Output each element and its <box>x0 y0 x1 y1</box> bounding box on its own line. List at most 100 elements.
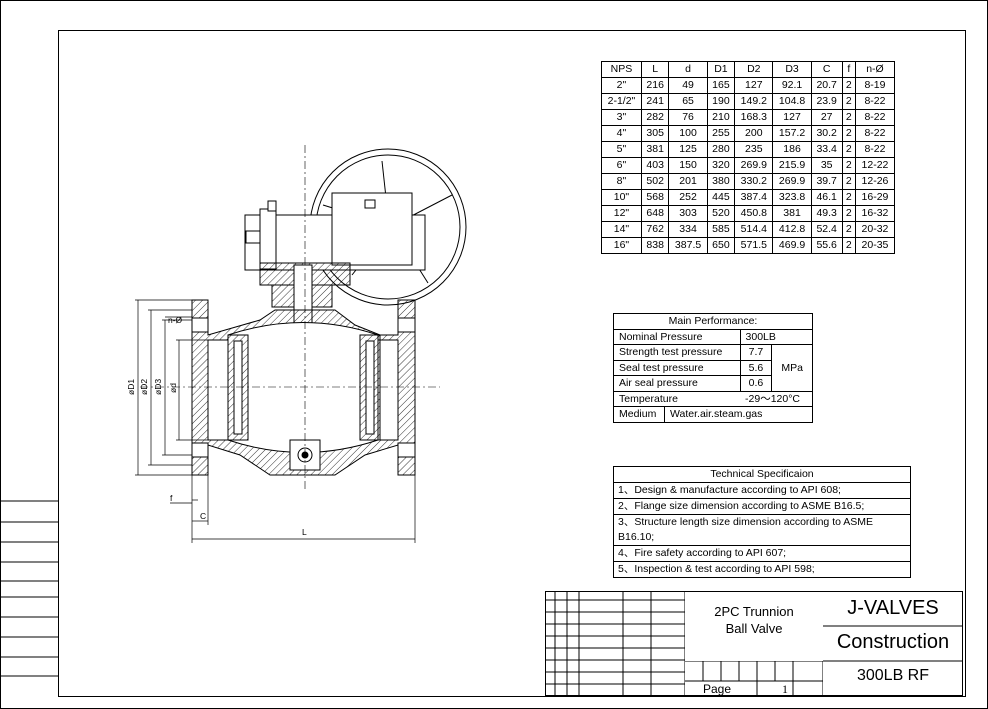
dim-d3-label: øD3 <box>153 379 163 395</box>
performance-table: Main Performance: Nominal Pressure 300LB… <box>613 313 814 423</box>
table-cell: 2 <box>841 141 856 158</box>
table-cell: 49.3 <box>810 205 843 222</box>
table-cell: 2 <box>841 109 856 126</box>
medium-value: Water.air.steam.gas <box>670 408 763 420</box>
technical-spec-item: 5、Inspection & test according to API 598… <box>613 561 911 578</box>
table-cell: 381 <box>640 141 670 158</box>
table-cell: 2 <box>841 77 856 94</box>
table-cell: 210 <box>706 109 736 126</box>
table-cell: 8-22 <box>854 125 896 142</box>
product-title: 2PC Trunnion Ball Valve <box>685 603 823 637</box>
table-cell: 20.7 <box>810 77 843 94</box>
table-cell: 200 <box>734 125 774 142</box>
strength-test-label: Strength test pressure <box>613 344 741 361</box>
table-cell: 255 <box>706 125 736 142</box>
table-cell: 23.9 <box>810 93 843 110</box>
table-cell: 6" <box>601 157 642 174</box>
company-name: J-VALVES <box>847 597 939 619</box>
table-cell: 65 <box>668 93 708 110</box>
performance-title: Main Performance: <box>613 313 813 330</box>
dim-c-label: C <box>200 511 206 521</box>
table-cell: 2 <box>841 221 856 238</box>
table-cell: 648 <box>640 205 670 222</box>
table-cell: 4" <box>601 125 642 142</box>
table-cell: 215.9 <box>772 157 812 174</box>
table-cell: 186 <box>772 141 812 158</box>
table-cell: 323.8 <box>772 189 812 206</box>
header-cell: NPS <box>601 61 642 78</box>
table-cell: 269.9 <box>772 173 812 190</box>
title-block <box>545 591 963 696</box>
centerlines <box>140 145 440 490</box>
table-cell: 8-22 <box>854 109 896 126</box>
gearbox <box>244 192 426 326</box>
table-cell: 190 <box>706 93 736 110</box>
table-cell: 39.7 <box>810 173 843 190</box>
temperature-label: Temperature <box>613 390 741 407</box>
title-block-right-grid <box>823 625 963 662</box>
table-cell: 585 <box>706 221 736 238</box>
technical-spec-table: Technical Specificaion 1、Design & manufa… <box>613 466 911 578</box>
page-number: 1 <box>782 682 788 696</box>
table-cell: 2 <box>841 93 856 110</box>
table-cell: 149.2 <box>734 93 774 110</box>
table-cell: 838 <box>640 237 670 254</box>
table-cell: 16" <box>601 237 642 254</box>
air-seal-label: Air seal pressure <box>613 375 741 392</box>
table-cell: 216 <box>640 77 670 94</box>
table-cell: 2 <box>841 189 856 206</box>
valve-cross-section-drawing: øD1 øD2 øD3 ød n-Ø f C L <box>126 145 467 543</box>
table-cell: 330.2 <box>734 173 774 190</box>
table-cell: 2 <box>841 205 856 222</box>
technical-spec-item: 1、Design & manufacture according to API … <box>613 482 911 499</box>
table-cell: 16-29 <box>854 189 896 206</box>
table-cell: 55.6 <box>810 237 843 254</box>
dim-n-label: n-Ø <box>168 315 183 325</box>
header-cell: f <box>841 61 856 78</box>
title-block-subgrid <box>685 661 823 697</box>
table-cell: 5" <box>601 141 642 158</box>
table-cell: 381 <box>772 205 812 222</box>
table-cell: 92.1 <box>772 77 812 94</box>
table-cell: 8-19 <box>854 77 896 94</box>
table-cell: 252 <box>668 189 708 206</box>
table-cell: 27 <box>810 109 843 126</box>
table-cell: 762 <box>640 221 670 238</box>
table-cell: 12-22 <box>854 157 896 174</box>
table-cell: 201 <box>668 173 708 190</box>
table-cell: 46.1 <box>810 189 843 206</box>
table-cell: 10" <box>601 189 642 206</box>
technical-spec-item: 3、Structure length size dimension accord… <box>613 514 911 546</box>
drawing-type: Construction <box>836 631 950 653</box>
table-cell: 16-32 <box>854 205 896 222</box>
header-cell: L <box>640 61 670 78</box>
table-cell: 280 <box>706 141 736 158</box>
temperature-value: -29～120°C <box>740 390 814 407</box>
table-cell: 14" <box>601 221 642 238</box>
revision-margin-lines <box>0 500 58 677</box>
nominal-pressure-label: Nominal Pressure <box>613 328 741 345</box>
table-cell: 35 <box>810 157 843 174</box>
table-cell: 49 <box>668 77 708 94</box>
table-cell: 3" <box>601 109 642 126</box>
table-cell: 76 <box>668 109 708 126</box>
table-cell: 650 <box>706 237 736 254</box>
table-cell: 165 <box>706 77 736 94</box>
table-cell: 450.8 <box>734 205 774 222</box>
table-cell: 303 <box>668 205 708 222</box>
dimension-lines <box>135 299 416 543</box>
product-title-line1: 2PC Trunnion <box>714 604 794 619</box>
valve-body <box>191 299 416 476</box>
table-cell: 168.3 <box>734 109 774 126</box>
table-cell: 127 <box>734 77 774 94</box>
dimension-labels: øD1 øD2 øD3 ød n-Ø f C L <box>126 315 307 537</box>
table-cell: 125 <box>668 141 708 158</box>
table-cell: 150 <box>668 157 708 174</box>
